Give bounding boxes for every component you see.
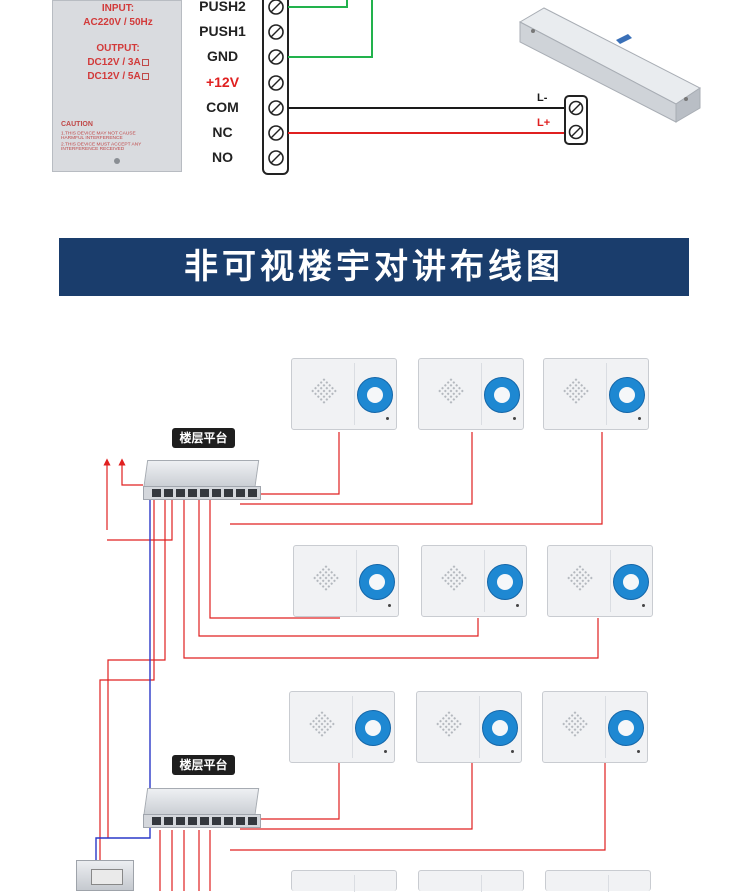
wire-blue-signal bbox=[95, 499, 151, 860]
wire-to-intercom bbox=[183, 499, 599, 659]
intercom-unit-icon bbox=[547, 545, 653, 617]
network-switch-icon bbox=[143, 788, 261, 830]
lock-label-minus: L- bbox=[537, 92, 548, 104]
speaker-grille-icon bbox=[307, 709, 337, 739]
banner-title: 非可视楼宇对讲布线图 bbox=[59, 238, 689, 296]
speaker-grille-icon bbox=[309, 376, 339, 406]
call-button-icon bbox=[357, 377, 393, 413]
screw-icon bbox=[114, 158, 120, 164]
terminal-label-push1: PUSH1 bbox=[199, 23, 246, 39]
terminal-label-no: NO bbox=[212, 149, 233, 165]
call-button-icon bbox=[484, 377, 520, 413]
intercom-unit-icon bbox=[291, 870, 397, 892]
power-controller-icon bbox=[76, 860, 134, 891]
call-button-icon bbox=[482, 710, 518, 746]
wire-to-intercom bbox=[230, 762, 606, 851]
intercom-unit-icon bbox=[289, 691, 395, 763]
wire-push1-green bbox=[288, 0, 373, 58]
call-button-icon bbox=[487, 564, 523, 600]
speaker-grille-icon bbox=[565, 563, 595, 593]
speaker-grille-icon bbox=[560, 709, 590, 739]
call-button-icon bbox=[608, 710, 644, 746]
wire-to-intercom bbox=[230, 432, 603, 525]
speaker-grille-icon bbox=[311, 563, 341, 593]
lock-label-plus: L+ bbox=[537, 117, 551, 129]
intercom-unit-icon bbox=[293, 545, 399, 617]
terminal-label-plus12v: +12V bbox=[205, 74, 240, 90]
intercom-unit-icon bbox=[416, 691, 522, 763]
intercom-unit-icon bbox=[421, 545, 527, 617]
speaker-grille-icon bbox=[436, 376, 466, 406]
caution-line-1: 1.THIS DEVICE MAY NOT CAUSE HARMFUL INTE… bbox=[61, 131, 136, 141]
call-button-icon bbox=[355, 710, 391, 746]
speaker-grille-icon bbox=[439, 563, 469, 593]
call-button-icon bbox=[359, 564, 395, 600]
terminal-label-com: COM bbox=[206, 99, 239, 115]
intercom-unit-icon bbox=[418, 870, 524, 892]
floor-platform-label-upper: 楼层平台 bbox=[172, 428, 235, 448]
intercom-unit-icon bbox=[543, 358, 649, 430]
wire-push2-green bbox=[288, 0, 348, 8]
caution-line-2: 2.THIS DEVICE MUST ACCEPT ANY INTERFEREN… bbox=[61, 142, 142, 152]
power-supply-panel: INPUT: AC220V / 50Hz OUTPUT: DC12V / 3A … bbox=[52, 0, 182, 172]
wire-to-intercom bbox=[209, 499, 340, 619]
output-5a: DC12V / 5A bbox=[53, 71, 183, 82]
intercom-unit-icon bbox=[542, 691, 648, 763]
wire-trunk bbox=[107, 499, 173, 541]
speaker-grille-icon bbox=[434, 709, 464, 739]
call-button-icon bbox=[613, 564, 649, 600]
call-button-icon bbox=[609, 377, 645, 413]
wire-trunk bbox=[107, 499, 166, 838]
speaker-grille-icon bbox=[561, 376, 591, 406]
wire-up-arrow bbox=[118, 458, 143, 486]
output-title: OUTPUT: bbox=[96, 43, 140, 54]
floor-platform-label-lower: 楼层平台 bbox=[172, 755, 235, 775]
terminal-screws bbox=[268, 0, 284, 166]
wire-to-intercom bbox=[240, 762, 473, 830]
terminal-label-gnd: GND bbox=[206, 48, 239, 64]
network-switch-icon bbox=[143, 460, 261, 502]
terminal-label-nc: NC bbox=[212, 124, 233, 140]
intercom-unit-icon bbox=[545, 870, 651, 892]
input-title: INPUT: bbox=[101, 3, 135, 14]
wire-to-intercom bbox=[250, 432, 340, 495]
electromagnetic-lock-icon bbox=[518, 7, 701, 123]
intercom-unit-icon bbox=[418, 358, 524, 430]
input-value: AC220V / 50Hz bbox=[83, 17, 153, 28]
wire-to-intercom bbox=[198, 499, 479, 637]
wire-to-intercom bbox=[240, 432, 473, 505]
terminal-label-push2: PUSH2 bbox=[199, 0, 246, 14]
caution-title: CAUTION bbox=[61, 121, 93, 128]
intercom-unit-icon bbox=[291, 358, 397, 430]
wire-to-intercom bbox=[250, 762, 340, 820]
output-3a: DC12V / 3A bbox=[53, 57, 183, 68]
wire-trunk bbox=[99, 499, 155, 860]
